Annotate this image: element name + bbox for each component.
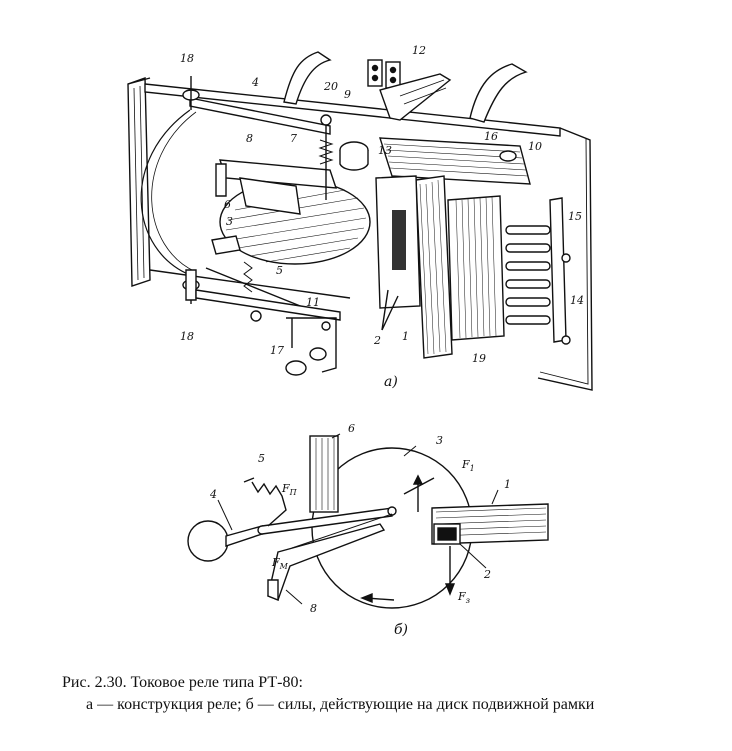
callout-a-3: 3 — [226, 215, 233, 228]
force-label-f1: F1 — [461, 458, 475, 473]
figure-b-callouts: 6 3 5 4 1 2 8 F1 FП FМ Fз б) — [209, 422, 511, 638]
callout-b-2: 2 — [483, 568, 491, 581]
callout-b-5: 5 — [258, 452, 265, 465]
force-label-fm: FМ — [271, 556, 289, 571]
callout-b-1: 1 — [504, 478, 511, 491]
figure-a-drawing — [127, 51, 593, 391]
callout-a-14: 14 — [570, 294, 584, 307]
callout-a-18-bottom: 18 — [180, 330, 194, 343]
callout-a-9: 9 — [344, 88, 351, 101]
force-label-fp: FП — [281, 482, 298, 497]
figure-a-callouts: 18 4 12 20 9 7 8 16 10 13 6 3 15 5 14 18… — [180, 44, 584, 390]
callout-a-13: 13 — [378, 144, 392, 157]
force-label-f3: Fз — [457, 590, 470, 605]
callout-a-11: 11 — [306, 296, 320, 309]
callout-b-8: 8 — [310, 602, 317, 615]
caption-description: а — конструкция реле; б — силы, действую… — [86, 696, 595, 713]
callout-a-15: 15 — [568, 210, 582, 223]
callout-a-2: 2 — [373, 334, 381, 347]
callout-a-1: 1 — [402, 330, 409, 343]
panel-label-b: б) — [394, 622, 408, 638]
callout-a-6: 6 — [224, 198, 231, 211]
callout-b-4: 4 — [209, 488, 217, 501]
callout-b-3: 3 — [436, 434, 443, 447]
callout-a-20: 20 — [323, 80, 338, 93]
callout-a-4: 4 — [251, 76, 259, 89]
callout-a-8: 8 — [246, 132, 253, 145]
callout-a-7: 7 — [290, 132, 297, 145]
callout-a-5: 5 — [276, 264, 283, 277]
figure-b-drawing — [187, 433, 549, 609]
callout-a-16: 16 — [484, 130, 498, 143]
figure-caption: Рис. 2.30. Токовое реле типа РТ-80: а — … — [62, 672, 702, 716]
callout-b-6: 6 — [348, 422, 355, 435]
callout-a-10: 10 — [528, 140, 542, 153]
callout-a-17: 17 — [270, 344, 284, 357]
callout-a-12: 12 — [412, 44, 426, 57]
callout-a-19: 19 — [472, 352, 486, 365]
caption-title: Рис. 2.30. Токовое реле типа РТ-80: — [62, 674, 303, 691]
panel-label-a: а) — [384, 374, 398, 390]
callout-a-18-top: 18 — [180, 52, 194, 65]
